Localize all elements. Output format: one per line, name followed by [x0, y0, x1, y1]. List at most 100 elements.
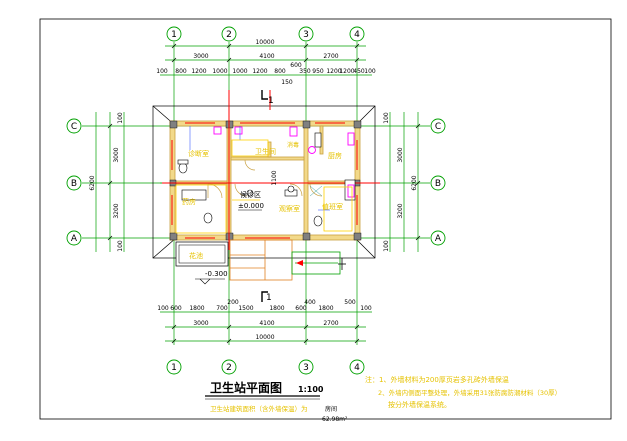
right-dimensions: 6200 3000 3200 100 100 — [383, 112, 418, 252]
dim-top-detail: 1200 — [326, 68, 341, 75]
axis-right-b: B — [435, 179, 441, 189]
fixtures — [177, 132, 356, 227]
entrance-steps — [229, 239, 293, 281]
room-label-observation: 观察室 — [279, 204, 300, 213]
dim-bottom-detail: 600 — [170, 305, 182, 312]
dim-bottom-main-2: 4100 — [259, 320, 274, 327]
axis-bubble-labels: 1 2 3 4 1 2 3 4 C B A C B A — [71, 30, 442, 373]
axis-bottom-3: 3 — [303, 363, 309, 373]
room-labels: 诊断室 药房 卫生间 观察室 厨房 值班室 消毒 花池 — [182, 141, 343, 260]
axis-top-3: 3 — [303, 30, 309, 40]
dim-bottom-detail: 1500 — [238, 305, 253, 312]
room-label-duty: 值班室 — [322, 202, 343, 211]
dim-top-detail: 1200 — [339, 68, 354, 75]
dim-bottom-detail: 400 — [304, 299, 316, 306]
dim-top-150: 150 — [281, 79, 293, 86]
drawing-frame — [39, 18, 612, 420]
outside-level-label: -0.300 — [205, 270, 228, 278]
axis-top-1: 1 — [171, 30, 177, 40]
dim-bottom-total: 10000 — [255, 334, 274, 341]
dim-right-mid-1: 3000 — [397, 147, 404, 162]
dim-top-detail: 1000 — [232, 68, 247, 75]
teal-marks — [309, 185, 323, 197]
dim-bottom-main-3: 2700 — [323, 320, 338, 327]
axis-bubbles — [66, 26, 446, 375]
dim-left-total: 6200 — [89, 175, 96, 190]
top-dimensions: 10000 3000 4100 2700 100 800 1200 1000 1… — [156, 39, 376, 86]
note-line-3: 按分外墙保温系统。 — [388, 400, 451, 409]
dim-left-small-top: 100 — [117, 112, 124, 124]
dim-bottom-detail: 1800 — [318, 305, 333, 312]
outside-level-symbol — [199, 278, 211, 285]
dim-top-detail: 450 — [353, 68, 365, 75]
magenta-fixtures — [213, 126, 355, 198]
doors — [207, 159, 323, 199]
dim-bottom-detail: 100 — [157, 305, 169, 312]
bottom-dimensions: 100 600 1800 700 200 1500 1800 400 600 1… — [157, 299, 372, 341]
dim-top-detail: 1200 — [191, 68, 206, 75]
axis-right-c: C — [435, 122, 441, 132]
columns — [169, 120, 362, 241]
dim-top-detail: 1000 — [212, 68, 227, 75]
toilet-icon — [178, 162, 188, 174]
dim-top-detail: 800 — [274, 68, 286, 75]
dim-top-detail: 600 — [290, 62, 302, 69]
dim-left-mid-2: 3200 — [113, 203, 120, 218]
yellow-outlines — [175, 139, 353, 234]
dim-right-small-bottom: 100 — [383, 240, 390, 252]
dim-inner-1100: 1100 — [271, 170, 278, 185]
garden-bed — [175, 241, 229, 267]
dim-right-mid-2: 3200 — [397, 203, 404, 218]
section-mark-top: 1 — [268, 96, 274, 106]
dim-bottom-detail: 700 — [216, 305, 228, 312]
dim-bottom-main-1: 3000 — [193, 320, 208, 327]
dim-right-total: 6200 — [411, 175, 418, 190]
room-label-garden: 花池 — [189, 251, 203, 260]
area-label: 房间 — [325, 405, 337, 413]
floor-level-label: ±0.000 — [238, 202, 264, 210]
axis-right-a: A — [435, 234, 442, 244]
dim-top-main-3: 2700 — [323, 53, 338, 60]
drawing-scale: 1:100 — [298, 385, 324, 394]
axis-left-b: B — [71, 179, 77, 189]
dim-top-detail: 1200 — [252, 68, 267, 75]
room-label-disinfect: 消毒 — [287, 141, 299, 149]
left-dimensions: 6200 3000 3200 100 100 — [89, 112, 124, 252]
dim-bottom-detail: 200 — [227, 299, 239, 306]
axis-top-2: 2 — [226, 30, 232, 40]
dim-left-mid-1: 3000 — [113, 147, 120, 162]
ramp-arrow-icon — [296, 260, 303, 266]
room-label-pharmacy: 药房 — [182, 197, 196, 206]
dim-top-detail: 100 — [364, 68, 376, 75]
dim-bottom-detail: 100 — [360, 305, 372, 312]
dim-bottom-detail: 600 — [295, 305, 307, 312]
toilet-icon — [203, 212, 213, 224]
sink-icon — [246, 189, 254, 197]
dim-top-detail: 800 — [175, 68, 187, 75]
notes-block: 注：1、外墙材料为200厚页岩多孔砖外墙保温 2、外墙内侧面平整处理，外墙采用3… — [365, 375, 561, 409]
section-marker — [261, 90, 268, 302]
room-label-wc: 卫生间 — [255, 147, 276, 156]
drawing-subtitle: 卫生站建筑面积（含外墙保温）为 — [210, 404, 308, 413]
dim-left-small-bottom: 100 — [117, 240, 124, 252]
walls — [169, 120, 361, 241]
area-value: 62.98m² — [322, 416, 348, 423]
dim-top-detail: 100 — [156, 68, 168, 75]
room-label-kitchen: 厨房 — [328, 151, 342, 160]
window-marks — [162, 90, 380, 250]
section-mark-bottom: 1 — [266, 293, 272, 303]
note-line-2: 2、外墙内侧面平整处理，外墙采用31张防腐防潮材料（30厚） — [378, 388, 561, 397]
dim-top-detail: 950 — [312, 68, 324, 75]
dim-bottom-detail: 500 — [344, 299, 356, 306]
axis-bottom-1: 1 — [171, 363, 177, 373]
note-line-1: 注：1、外墙材料为200厚页岩多孔砖外墙保温 — [365, 375, 509, 384]
dim-top-main-1: 3000 — [193, 53, 208, 60]
axis-top-4: 4 — [354, 30, 360, 40]
dim-bottom-detail: 1800 — [269, 305, 284, 312]
room-label-lobby: 候诊区 — [240, 190, 261, 199]
dim-bottom-detail: 1800 — [189, 305, 204, 312]
toilet-icon — [313, 215, 323, 227]
drawing-title: 卫生站平面图 — [210, 380, 282, 395]
room-label-top-left: 诊断室 — [188, 149, 209, 158]
